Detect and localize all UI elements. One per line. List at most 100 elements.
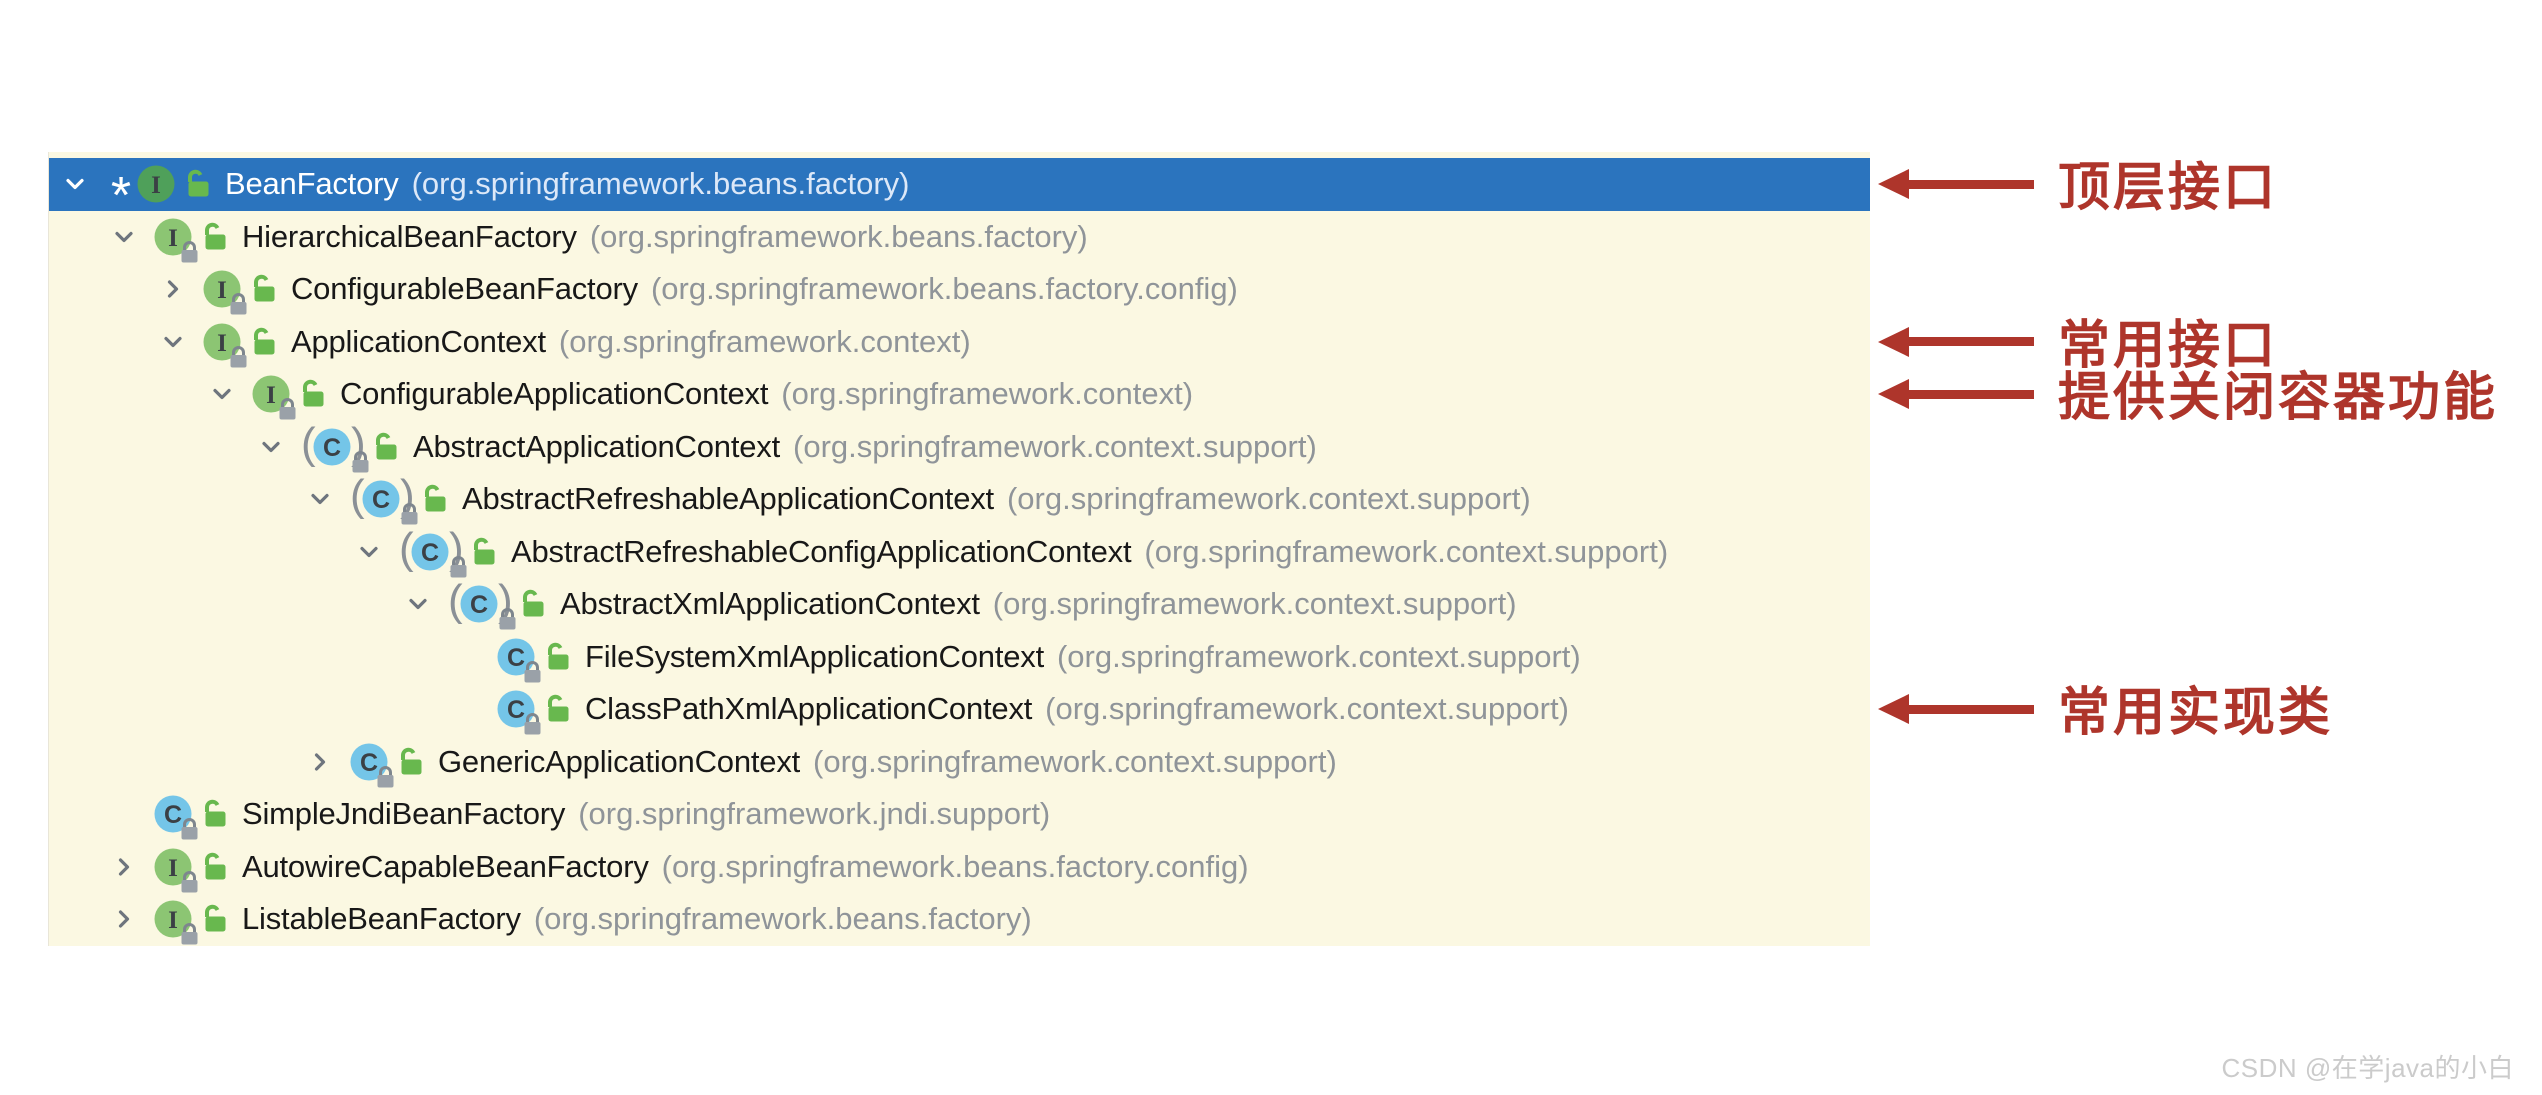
unlocked-padlock-icon bbox=[201, 852, 229, 882]
interface-icon: I bbox=[252, 372, 296, 420]
class-name: ClassPathXmlApplicationContext bbox=[585, 691, 1033, 727]
chevron-down-icon[interactable] bbox=[208, 380, 236, 408]
annotation-arrow bbox=[1878, 379, 2034, 410]
unlocked-padlock-icon bbox=[470, 537, 498, 567]
unlocked-padlock-icon bbox=[421, 484, 449, 514]
class-name: ListableBeanFactory bbox=[242, 901, 521, 937]
svg-text:I: I bbox=[151, 172, 161, 199]
lock-badge-icon bbox=[377, 765, 394, 788]
chevron-down-icon[interactable] bbox=[110, 223, 138, 251]
tree-row[interactable]: C ClassPathXmlApplicationContext (org.spri… bbox=[49, 683, 1870, 736]
lock-badge-icon bbox=[450, 555, 467, 578]
svg-text:I: I bbox=[266, 382, 276, 409]
package-name: (org.springframework.context) bbox=[558, 323, 971, 359]
svg-text:I: I bbox=[168, 225, 178, 252]
chevron-down-icon[interactable] bbox=[61, 170, 89, 198]
class-name: BeanFactory bbox=[225, 166, 399, 202]
unlocked-padlock-icon bbox=[201, 222, 229, 252]
tree-row[interactable]: I AutowireCapableBeanFactory (org.springfr… bbox=[49, 841, 1870, 894]
chevron-down-icon[interactable] bbox=[159, 328, 187, 356]
class-name: AbstractRefreshableConfigApplicationCont… bbox=[511, 533, 1132, 569]
unlocked-padlock-icon bbox=[250, 327, 278, 357]
svg-text:C: C bbox=[164, 801, 182, 829]
chevron-right-icon[interactable] bbox=[306, 748, 334, 776]
tree-row[interactable]: (C) AbstractApplicationContext (org.spring… bbox=[49, 421, 1870, 474]
svg-text:I: I bbox=[217, 330, 227, 357]
abstract-class-icon: (C) bbox=[301, 421, 369, 473]
abstract-class-icon: (C) bbox=[350, 474, 418, 525]
package-name: (org.springframework.context.support) bbox=[793, 428, 1317, 464]
package-name: (org.springframework.context.support) bbox=[1056, 638, 1581, 674]
interface-icon: I bbox=[154, 215, 198, 263]
unlocked-padlock-icon bbox=[544, 642, 572, 672]
class-name: AutowireCapableBeanFactory bbox=[242, 848, 649, 884]
interface-icon: I bbox=[203, 267, 247, 315]
class-name: GenericApplicationContext bbox=[438, 743, 801, 779]
chevron-right-icon[interactable] bbox=[159, 275, 187, 303]
lock-badge-icon bbox=[230, 345, 247, 368]
unlocked-padlock-icon bbox=[544, 694, 572, 724]
csdn-watermark: CSDN @在学java的小白 bbox=[2221, 1053, 2514, 1083]
chevron-down-icon[interactable] bbox=[355, 538, 383, 566]
package-name: (org.springframework.beans.factory.confi… bbox=[661, 848, 1249, 884]
lock-badge-icon bbox=[524, 660, 541, 683]
annotation-arrow bbox=[1878, 169, 2034, 200]
class-name: AbstractRefreshableApplicationContext bbox=[462, 481, 994, 517]
abstract-class-icon: (C) bbox=[399, 526, 467, 578]
abstract-class-icon: (C) bbox=[448, 579, 516, 630]
svg-text:I: I bbox=[168, 907, 178, 934]
chevron-down-icon[interactable] bbox=[404, 590, 432, 618]
svg-text:C: C bbox=[360, 749, 378, 777]
class-name: AbstractXmlApplicationContext bbox=[560, 586, 980, 622]
chevron-right-icon[interactable] bbox=[110, 853, 138, 881]
tree-row[interactable]: I HierarchicalBeanFactory (org.springframe… bbox=[49, 211, 1870, 264]
tree-row[interactable]: (C) AbstractRefreshableApplicationContext… bbox=[49, 473, 1870, 526]
class-name: AbstractApplicationContext bbox=[413, 428, 780, 464]
svg-text:C: C bbox=[507, 696, 525, 724]
annotation-arrow bbox=[1878, 326, 2034, 357]
chevron-spacer bbox=[453, 643, 481, 671]
package-name: (org.springframework.context.support) bbox=[992, 586, 1517, 622]
svg-text:I: I bbox=[168, 855, 178, 882]
lock-badge-icon bbox=[524, 713, 541, 735]
annotation-label: 常用接口 bbox=[2058, 316, 2279, 375]
lock-badge-icon bbox=[181, 818, 198, 840]
chevron-down-icon[interactable] bbox=[306, 485, 334, 513]
unlocked-padlock-icon bbox=[201, 799, 229, 829]
package-name: (org.springframework.beans.factory.confi… bbox=[650, 271, 1238, 307]
annotation-label: 提供关闭容器功能 bbox=[2058, 369, 2499, 428]
svg-text:C: C bbox=[323, 434, 341, 462]
interface-icon: I bbox=[137, 162, 175, 206]
unlocked-padlock-icon bbox=[397, 747, 425, 777]
annotation-label: 顶层接口 bbox=[2058, 159, 2279, 218]
svg-text:C: C bbox=[470, 591, 488, 619]
package-name: (org.springframework.beans.factory) bbox=[533, 901, 1032, 937]
hierarchy-base-star-icon: * bbox=[110, 167, 132, 226]
interface-icon: I bbox=[154, 845, 198, 893]
class-name: ConfigurableApplicationContext bbox=[340, 376, 769, 412]
interface-icon: I bbox=[154, 897, 198, 945]
svg-text:I: I bbox=[217, 277, 227, 304]
package-name: (org.springframework.jndi.support) bbox=[578, 796, 1051, 832]
tree-row[interactable]: (C) AbstractRefreshableConfigApplicationC… bbox=[49, 526, 1870, 579]
package-name: (org.springframework.context.support) bbox=[1045, 691, 1569, 727]
lock-badge-icon bbox=[352, 450, 369, 473]
tree-row[interactable]: (C) AbstractXmlApplicationContext (org.spr… bbox=[49, 578, 1870, 631]
chevron-spacer bbox=[110, 800, 138, 828]
package-name: (org.springframework.beans.factory) bbox=[589, 218, 1088, 254]
unlocked-padlock-icon bbox=[519, 589, 547, 619]
chevron-down-icon[interactable] bbox=[257, 433, 285, 461]
class-name: HierarchicalBeanFactory bbox=[242, 218, 577, 254]
chevron-right-icon[interactable] bbox=[110, 905, 138, 933]
class-icon: C bbox=[350, 740, 394, 788]
unlocked-padlock-icon bbox=[372, 432, 400, 462]
tree-row[interactable]: I ListableBeanFactory (org.springframework… bbox=[49, 893, 1870, 946]
